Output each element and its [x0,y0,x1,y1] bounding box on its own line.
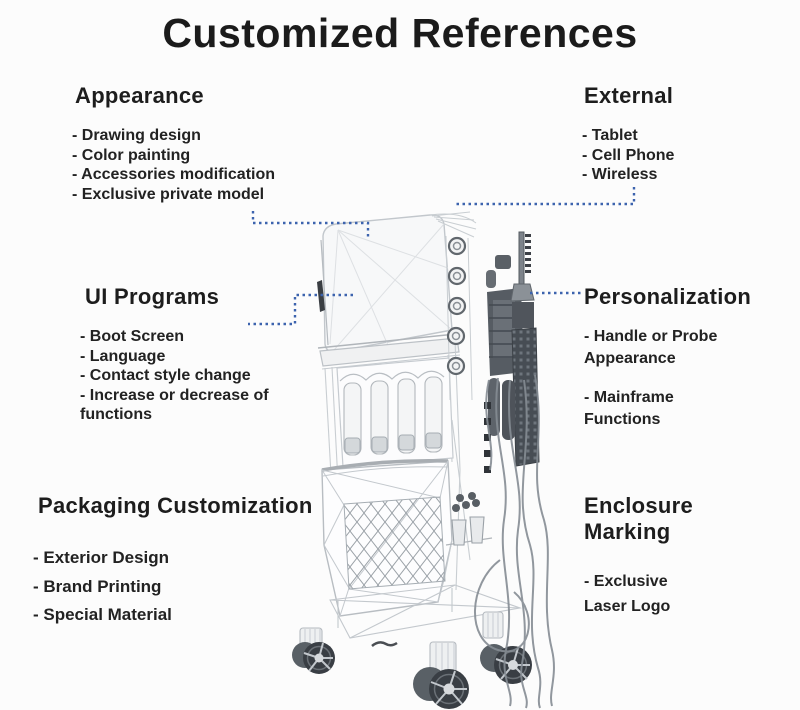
list-item: - Increase or decrease of functions [80,386,269,424]
section-heading-enclosure: Enclosure Marking [584,493,694,544]
connector-external [456,187,636,206]
list-item: - Handle or Probe Appearance [584,328,718,367]
list-item: - Tablet [582,127,638,144]
list-item: - Contact style change [80,367,251,384]
appearance-list: - Drawing design - Color painting - Acce… [72,126,275,204]
list-item: - Cell Phone [582,146,675,164]
list-item: - Drawing design [72,127,201,144]
ui-programs-list: - Boot Screen - Language - Contact style… [80,327,285,425]
section-heading-ui-programs: UI Programs [85,284,220,309]
cup-rack [445,492,493,546]
list-item: - Wireless [582,166,658,183]
section-personalization: Personalization - Handle or Probe Appear… [584,284,754,448]
section-heading-appearance: Appearance [75,83,204,108]
connector-ui-programs [248,293,353,326]
list-item: - Exterior Design [33,548,170,567]
floor-mark [371,641,398,647]
section-appearance: Appearance - Drawing design - Color pain… [72,83,275,204]
page-title: Customized References [162,10,638,56]
machine-ledge [319,337,460,367]
personalization-list: - Handle or Probe Appearance - Mainframe… [584,326,736,431]
section-ui-programs: UI Programs - Boot Screen - Language - C… [80,284,295,425]
base-frame [329,584,523,639]
section-packaging: Packaging Customization - Exterior Desig… [33,493,313,630]
list-item: - Boot Screen [80,328,185,345]
section-enclosure: Enclosure Marking - Exclusive Laser Logo [584,493,744,619]
section-heading-external: External [584,83,674,108]
list-item: - Accessories modification [72,166,276,183]
list-item: - Special Material [33,605,172,624]
handpieces [484,231,540,473]
list-item: - Brand Printing [33,576,162,596]
wire-fan [429,211,477,238]
machine-screen-panel [322,214,453,353]
section-heading-packaging: Packaging Customization [38,493,313,518]
bottle-bay [336,357,454,468]
enclosure-list: - Exclusive Laser Logo [584,569,710,619]
section-external: External - Tablet - Cell Phone - Wireles… [582,83,674,185]
port-tower [445,235,473,401]
connector-appearance [251,211,370,240]
list-item: - Mainframe Functions [584,389,674,428]
cables [474,374,555,709]
external-list: - Tablet - Cell Phone - Wireless [582,126,674,185]
list-item: - Color painting [72,146,191,164]
list-item: - Exclusive Laser Logo [584,573,671,615]
packaging-list: - Exterior Design - Brand Printing - Spe… [33,544,313,630]
section-heading-personalization: Personalization [584,284,752,309]
list-item: - Language [80,347,166,365]
list-item: - Exclusive private model [72,185,265,203]
machine-body [292,211,555,709]
storage-net [321,458,453,617]
